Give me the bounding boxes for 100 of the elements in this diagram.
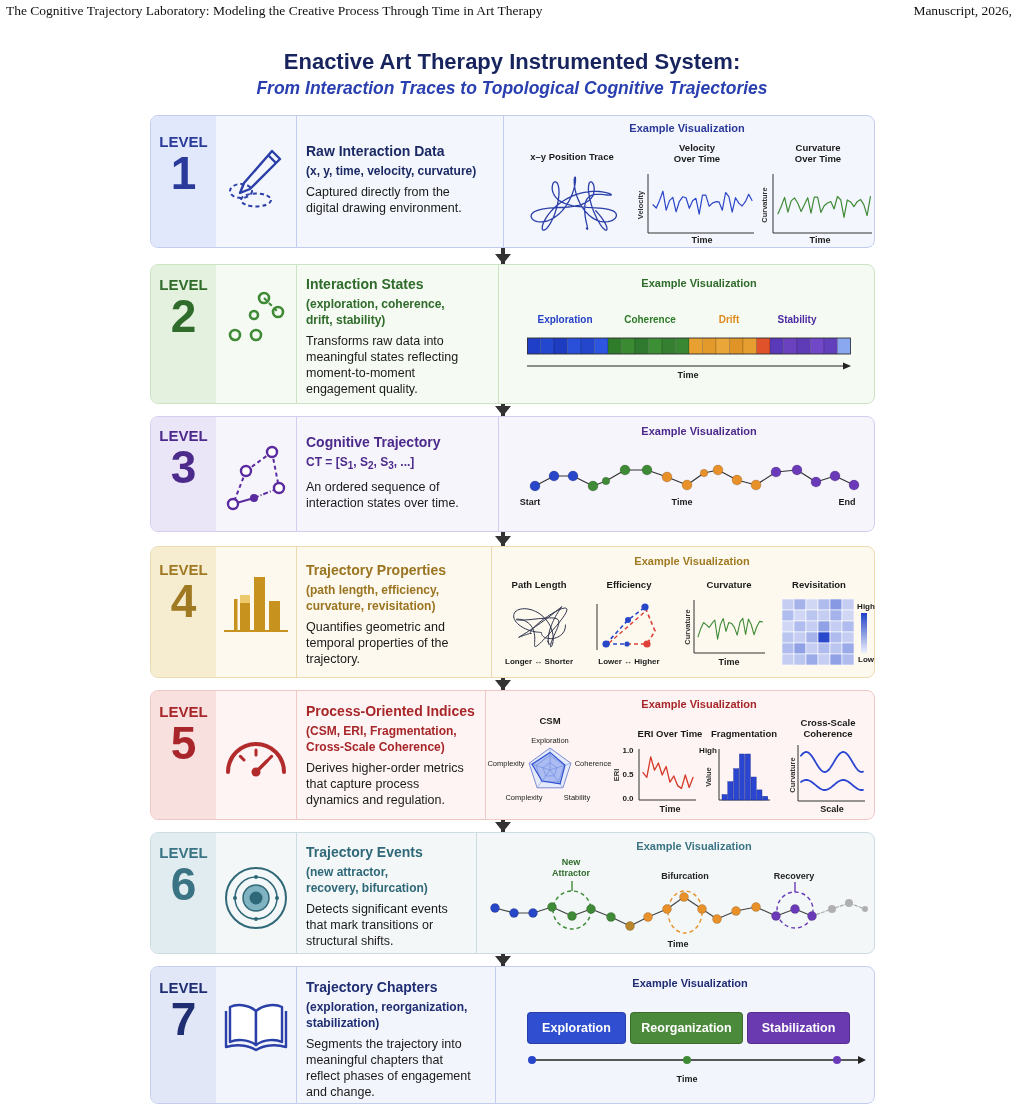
state-label: Coherence	[624, 314, 676, 326]
chapter-box: Stabilization	[747, 1012, 850, 1044]
chart-title: Cross-Scale Coherence	[799, 717, 857, 740]
axis-label: Time	[676, 1074, 698, 1085]
level-label: LEVEL	[159, 133, 208, 151]
parameter-list: (exploration, coherence, drift, stability)	[306, 296, 471, 328]
level-badge	[151, 417, 216, 531]
level-panel	[150, 690, 875, 820]
panel-title: Raw Interaction Data	[306, 142, 445, 160]
description: Derives higher-order metrics that capture process dynamics and regulation.	[306, 760, 465, 808]
chapter-box: Reorganization	[630, 1012, 743, 1044]
chart-title: ERI Over Time	[637, 728, 703, 740]
chart-title: x–y Position Trace	[530, 151, 614, 163]
panel-title: Trajectory Chapters	[306, 978, 438, 996]
level-label: LEVEL	[159, 844, 208, 862]
subtitle: From Interaction Traces to Topological Cognitive Trajectories	[256, 78, 768, 99]
panel-title: Process-Oriented Indices	[306, 702, 475, 720]
chapter-box: Exploration	[527, 1012, 626, 1044]
parameter-list: (x, y, time, velocity, curvature)	[306, 163, 477, 179]
level-label: LEVEL	[159, 561, 208, 579]
panel-title: Trajectory Properties	[306, 561, 447, 579]
axis-label: Time	[671, 497, 693, 508]
axis-label: Time	[718, 657, 740, 668]
level-label: LEVEL	[159, 703, 208, 721]
axis-label: Scale	[820, 804, 844, 815]
level-number: 3	[170, 445, 197, 489]
state-label: Exploration	[537, 314, 593, 326]
arrow	[495, 678, 511, 690]
description: Detects significant events that mark transitions or structural shifts.	[306, 901, 449, 949]
description: Quantifies geometric and temporal properties of the trajectory.	[306, 619, 450, 667]
level-badge	[151, 833, 216, 953]
main-title: Enactive Art Therapy Instrumented System:	[283, 49, 741, 75]
scale-label: High	[699, 746, 717, 756]
panel-title: Interaction States	[306, 275, 424, 293]
scale-label: High	[857, 602, 875, 612]
level-number: 6	[170, 862, 197, 906]
visualization-panel	[491, 547, 874, 677]
section-title: Example Visualization	[641, 277, 757, 291]
panel-title: Cognitive Trajectory	[306, 433, 441, 451]
level-label: LEVEL	[159, 276, 208, 294]
axis-label: Time	[667, 939, 689, 950]
tick-label: 0.5	[622, 770, 634, 780]
level-number: 5	[170, 721, 197, 765]
visualization-panel	[503, 116, 874, 247]
arrow	[495, 954, 511, 966]
description: Transforms raw data into meaningful states reflecting moment-to-moment engagement quality.	[306, 333, 460, 397]
axis-label: Time	[677, 370, 699, 381]
event-label: Bifurcation	[661, 871, 709, 882]
axis-label: Start	[519, 497, 541, 508]
panel-title: Trajectory Events	[306, 843, 423, 861]
section-title: Example Visualization	[636, 840, 752, 854]
level-badge	[151, 691, 216, 819]
chart-title: Curvature Over Time	[793, 142, 843, 165]
level-panel	[150, 416, 875, 532]
level-panel	[150, 966, 875, 1104]
section-title: Example Visualization	[632, 977, 748, 991]
chart-title: Path Length	[511, 579, 567, 591]
description: Captured directly from the digital drawing environment.	[306, 184, 463, 216]
event-label: New Attractor	[551, 857, 591, 879]
chart-title: Efficiency	[606, 579, 652, 591]
arrow	[495, 248, 511, 264]
state-label: Stability	[777, 314, 817, 326]
tick-label: 1.0	[622, 746, 634, 756]
chart-title: Fragmentation	[711, 728, 777, 740]
arrow	[495, 532, 511, 546]
scale-label: Lower ↔ Higher	[598, 657, 660, 667]
tick-label: 0.0	[622, 794, 634, 804]
parameter-list: CT = [S$_{1}$, S$_{2}$, S$_{3}$, ...]	[306, 454, 415, 475]
state-label: Drift	[718, 314, 740, 326]
level-badge	[151, 547, 216, 677]
running-header: The Cognitive Trajectory Laboratory: Modeling the Creative Process Through Time in Art Therapy	[6, 3, 543, 19]
level-panel	[150, 115, 875, 248]
level-number: 2	[170, 294, 197, 338]
level-badge	[151, 116, 216, 247]
description: Segments the trajectory into meaningful chapters that reflect phases of engagement and change.	[306, 1036, 472, 1100]
axis-label: Time	[691, 235, 713, 246]
level-number: 7	[170, 997, 197, 1041]
chart-title: Velocity Over Time	[672, 142, 722, 165]
event-label: Recovery	[773, 871, 815, 882]
axis-label: End	[838, 497, 856, 508]
arrow	[495, 820, 511, 832]
level-panel	[150, 546, 875, 678]
chart-title: CSM	[539, 715, 561, 727]
parameter-list: (path length, efficiency, curvature, revisitation)	[306, 582, 483, 614]
chart-title: Curvature	[706, 579, 752, 591]
level-number: 4	[170, 579, 197, 623]
arrow	[495, 404, 511, 416]
chart-title: Revisitation	[792, 579, 846, 591]
level-badge	[151, 967, 216, 1103]
section-title: Example Visualization	[641, 425, 757, 439]
level-label: LEVEL	[159, 979, 208, 997]
parameter-list: (CSM, ERI, Fragmentation, Cross-Scale Coherence)	[306, 723, 472, 755]
section-title: Example Visualization	[634, 555, 750, 569]
level-label: LEVEL	[159, 427, 208, 445]
level-badge	[151, 265, 216, 403]
parameter-list: (new attractor, recovery, bifurcation)	[306, 864, 438, 896]
description: An ordered sequence of interaction states over time.	[306, 479, 460, 512]
level-number: 1	[170, 151, 197, 195]
parameter-list: (exploration, reorganization, stabilization)	[306, 999, 476, 1031]
level-panel	[150, 264, 875, 404]
